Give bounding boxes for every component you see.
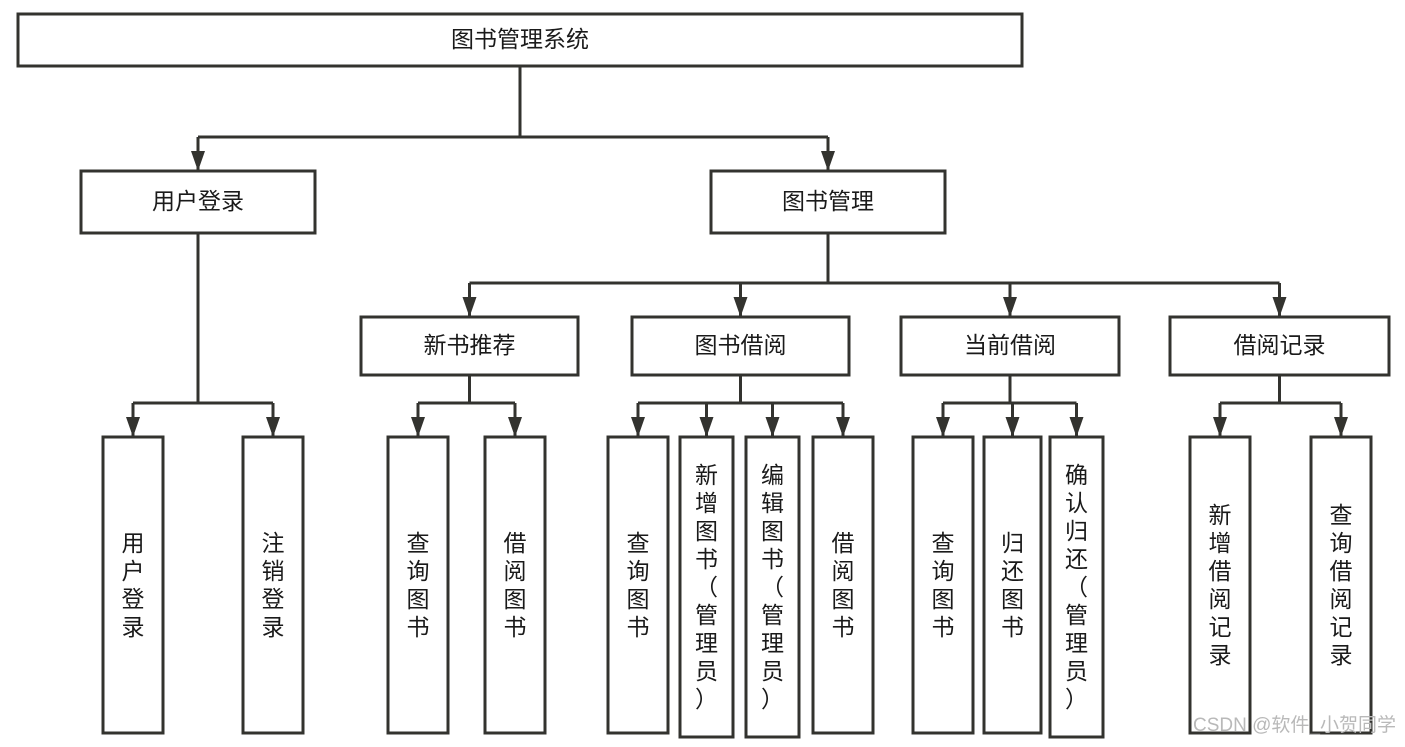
arrow-head-icon [1003, 297, 1017, 317]
edge-group-new-book-recommend [411, 375, 522, 437]
node-box-leaf-borrow-book-recommend[interactable] [483, 435, 547, 735]
arrow-head-icon [1069, 417, 1084, 437]
node-label-leaf-query-book-current: 查询图书 [932, 530, 955, 640]
node-label-leaf-edit-book-admin: 编辑图书（管理员） [761, 462, 784, 712]
node-layer: 图书管理系统用户登录图书管理新书推荐图书借阅当前借阅借阅记录用户登录注销登录查询… [16, 12, 1391, 739]
arrow-head-icon [126, 417, 140, 437]
node-box-user-login[interactable] [79, 169, 317, 235]
node-leaf-logout-login[interactable]: 注销登录 [241, 435, 305, 735]
node-box-leaf-query-borrow-record[interactable] [1309, 435, 1373, 735]
node-box-new-book-recommend[interactable] [359, 315, 580, 377]
arrow-head-icon [733, 297, 748, 317]
node-label-leaf-query-book-recommend: 查询图书 [407, 530, 430, 640]
arrow-head-icon [411, 417, 425, 437]
node-label-leaf-borrow-book-borrow: 借阅图书 [832, 530, 855, 640]
node-box-leaf-logout-login[interactable] [241, 435, 305, 735]
node-box-root[interactable] [16, 12, 1024, 68]
node-label-leaf-return-book: 归还图书 [1001, 530, 1024, 640]
node-box-leaf-query-book-current[interactable] [911, 435, 975, 735]
arrow-head-icon [631, 417, 645, 437]
edge-group-current-borrow [936, 375, 1084, 437]
node-box-leaf-return-book[interactable] [982, 435, 1043, 735]
node-leaf-add-borrow-record[interactable]: 新增借阅记录 [1188, 435, 1252, 735]
node-label-leaf-user-login: 用户登录 [122, 530, 145, 640]
arrow-head-icon [699, 417, 714, 437]
node-label-leaf-borrow-book-recommend: 借阅图书 [504, 530, 527, 640]
node-label-root: 图书管理系统 [451, 26, 589, 52]
node-leaf-user-login[interactable]: 用户登录 [101, 435, 165, 735]
node-book-borrow[interactable]: 图书借阅 [630, 315, 851, 377]
node-book-management[interactable]: 图书管理 [709, 169, 947, 235]
arrow-head-icon [936, 417, 950, 437]
edge-group-book-management [462, 233, 1287, 317]
node-leaf-add-book-admin[interactable]: 新增图书（管理员） [678, 435, 735, 739]
node-label-book-management: 图书管理 [782, 188, 874, 214]
node-box-leaf-query-book-recommend[interactable] [386, 435, 450, 735]
node-leaf-query-borrow-record[interactable]: 查询借阅记录 [1309, 435, 1373, 735]
node-user-login[interactable]: 用户登录 [79, 169, 317, 235]
node-box-leaf-query-book-borrow[interactable] [606, 435, 670, 735]
edge-group-book-borrow [631, 375, 850, 437]
arrow-head-icon [508, 417, 522, 437]
node-leaf-edit-book-admin[interactable]: 编辑图书（管理员） [744, 435, 801, 739]
node-label-new-book-recommend: 新书推荐 [424, 332, 516, 358]
arrow-head-icon [1272, 297, 1287, 317]
node-leaf-borrow-book-recommend[interactable]: 借阅图书 [483, 435, 547, 735]
arrow-head-icon [821, 151, 835, 171]
node-label-leaf-query-borrow-record: 查询借阅记录 [1330, 502, 1353, 668]
node-label-borrow-record: 借阅记录 [1234, 332, 1326, 358]
node-new-book-recommend[interactable]: 新书推荐 [359, 315, 580, 377]
watermark-label: CSDN @软件_小贺同学 [1193, 714, 1396, 736]
arrow-head-icon [266, 417, 280, 437]
edge-group-user-login [126, 233, 280, 437]
node-label-leaf-confirm-return-admin: 确认归还（管理员） [1065, 462, 1088, 712]
node-box-borrow-record[interactable] [1168, 315, 1391, 377]
arrow-head-icon [1334, 417, 1348, 437]
edge-group-root [191, 66, 835, 171]
node-root[interactable]: 图书管理系统 [16, 12, 1024, 68]
node-label-leaf-add-borrow-record: 新增借阅记录 [1209, 502, 1232, 668]
node-leaf-return-book[interactable]: 归还图书 [982, 435, 1043, 735]
node-box-leaf-add-book-admin[interactable] [678, 435, 735, 739]
arrow-head-icon [1213, 417, 1227, 437]
node-box-leaf-user-login[interactable] [101, 435, 165, 735]
node-box-leaf-confirm-return-admin[interactable] [1048, 435, 1105, 739]
node-label-leaf-query-book-borrow: 查询图书 [627, 530, 650, 640]
node-label-user-login: 用户登录 [152, 188, 244, 214]
arrow-head-icon [462, 297, 477, 317]
node-box-leaf-borrow-book-borrow[interactable] [811, 435, 875, 735]
arrow-head-icon [191, 151, 205, 171]
node-borrow-record[interactable]: 借阅记录 [1168, 315, 1391, 377]
node-label-current-borrow: 当前借阅 [964, 332, 1056, 358]
node-box-book-borrow[interactable] [630, 315, 851, 377]
node-label-leaf-logout-login: 注销登录 [262, 530, 285, 640]
arrow-head-icon [765, 417, 780, 437]
edge-group-borrow-record [1213, 375, 1348, 437]
node-label-book-borrow: 图书借阅 [695, 332, 787, 358]
arrow-head-icon [1005, 417, 1020, 437]
node-box-leaf-add-borrow-record[interactable] [1188, 435, 1252, 735]
node-leaf-confirm-return-admin[interactable]: 确认归还（管理员） [1048, 435, 1105, 739]
connector-layer [126, 66, 1348, 437]
node-box-book-management[interactable] [709, 169, 947, 235]
node-leaf-borrow-book-borrow[interactable]: 借阅图书 [811, 435, 875, 735]
node-leaf-query-book-borrow[interactable]: 查询图书 [606, 435, 670, 735]
node-current-borrow[interactable]: 当前借阅 [899, 315, 1121, 377]
node-box-leaf-edit-book-admin[interactable] [744, 435, 801, 739]
arrow-head-icon [836, 417, 850, 437]
node-leaf-query-book-current[interactable]: 查询图书 [911, 435, 975, 735]
node-box-current-borrow[interactable] [899, 315, 1121, 377]
node-leaf-query-book-recommend[interactable]: 查询图书 [386, 435, 450, 735]
node-label-leaf-add-book-admin: 新增图书（管理员） [695, 462, 718, 712]
